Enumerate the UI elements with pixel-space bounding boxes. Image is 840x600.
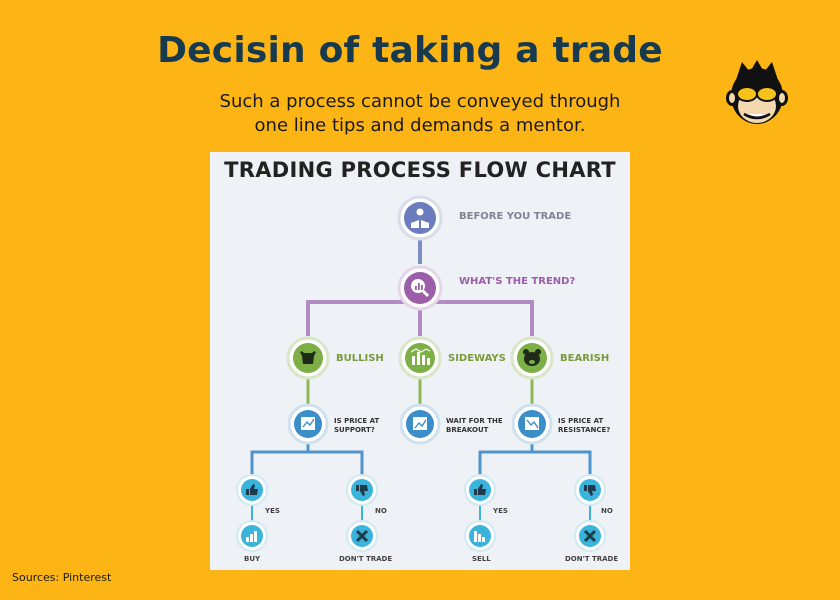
flowchart-title: TRADING PROCESS FLOW CHART: [224, 158, 616, 182]
bullish-label: BULLISH: [336, 353, 384, 364]
buy-label: BUY: [244, 555, 261, 563]
close-icon: [355, 529, 369, 543]
dont-trade-right-node: [574, 520, 606, 552]
breakout-node: [399, 403, 441, 445]
sell-node: [464, 520, 496, 552]
sideways-label: SIDEWAYS: [448, 353, 506, 364]
flowchart-connectors: [236, 195, 606, 552]
before-trade-label: BEFORE YOU TRADE: [459, 211, 572, 222]
dont-trade-left-node: [346, 520, 378, 552]
sell-label: SELL: [472, 555, 491, 563]
magnifier-chart-icon: [411, 279, 430, 298]
dont-trade-right-label: DON'T TRADE: [565, 555, 619, 563]
chart-check-icon: [301, 417, 315, 430]
flowchart-panel: TRADING PROCESS FLOW CHART: [210, 152, 630, 570]
yes-left-node: [236, 474, 268, 506]
reading-book-icon: [411, 208, 429, 228]
no-left-label: NO: [375, 507, 387, 515]
support-node: [287, 403, 329, 445]
subtitle-line-2: one line tips and demands a mentor.: [254, 115, 586, 136]
bear-icon: [523, 349, 541, 366]
source-caption: Sources: Pinterest: [12, 571, 112, 584]
support-label: IS PRICE AT SUPPORT?: [334, 417, 380, 434]
bar-chart-icon: [410, 348, 431, 365]
thumbs-down-icon: [356, 485, 368, 496]
before-trade-node: [397, 195, 443, 241]
thumbs-down-icon: [584, 485, 596, 496]
resistance-node: [511, 403, 553, 445]
no-right-node: [574, 474, 606, 506]
trend-up-icon: [413, 417, 427, 430]
sideways-node: [398, 336, 442, 380]
trend-node: [397, 265, 443, 311]
buy-node: [236, 520, 268, 552]
yes-right-label: YES: [493, 507, 508, 515]
trend-down-icon: [525, 417, 539, 430]
yes-right-node: [464, 474, 496, 506]
page-title: Decisin of taking a trade: [157, 30, 663, 71]
no-right-label: NO: [601, 507, 613, 515]
bull-icon: [300, 351, 316, 364]
resistance-label: IS PRICE AT RESISTANCE?: [558, 417, 611, 434]
falling-bars-icon: [474, 531, 485, 542]
monkey-logo-icon: [726, 60, 788, 124]
yes-left-label: YES: [265, 507, 280, 515]
rising-bars-icon: [246, 531, 257, 542]
trend-label: WHAT'S THE TREND?: [459, 276, 576, 287]
page-subtitle: Such a process cannot be conveyed throug…: [160, 90, 680, 138]
thumbs-up-icon: [474, 484, 486, 495]
breakout-label: WAIT FOR THE BREAKOUT: [446, 417, 503, 434]
no-left-node: [346, 474, 378, 506]
dont-trade-left-label: DON'T TRADE: [339, 555, 393, 563]
bearish-node: [510, 336, 554, 380]
bearish-label: BEARISH: [560, 353, 610, 364]
thumbs-up-icon: [246, 484, 258, 495]
bullish-node: [286, 336, 330, 380]
close-icon: [583, 529, 597, 543]
subtitle-line-1: Such a process cannot be conveyed throug…: [219, 91, 621, 112]
